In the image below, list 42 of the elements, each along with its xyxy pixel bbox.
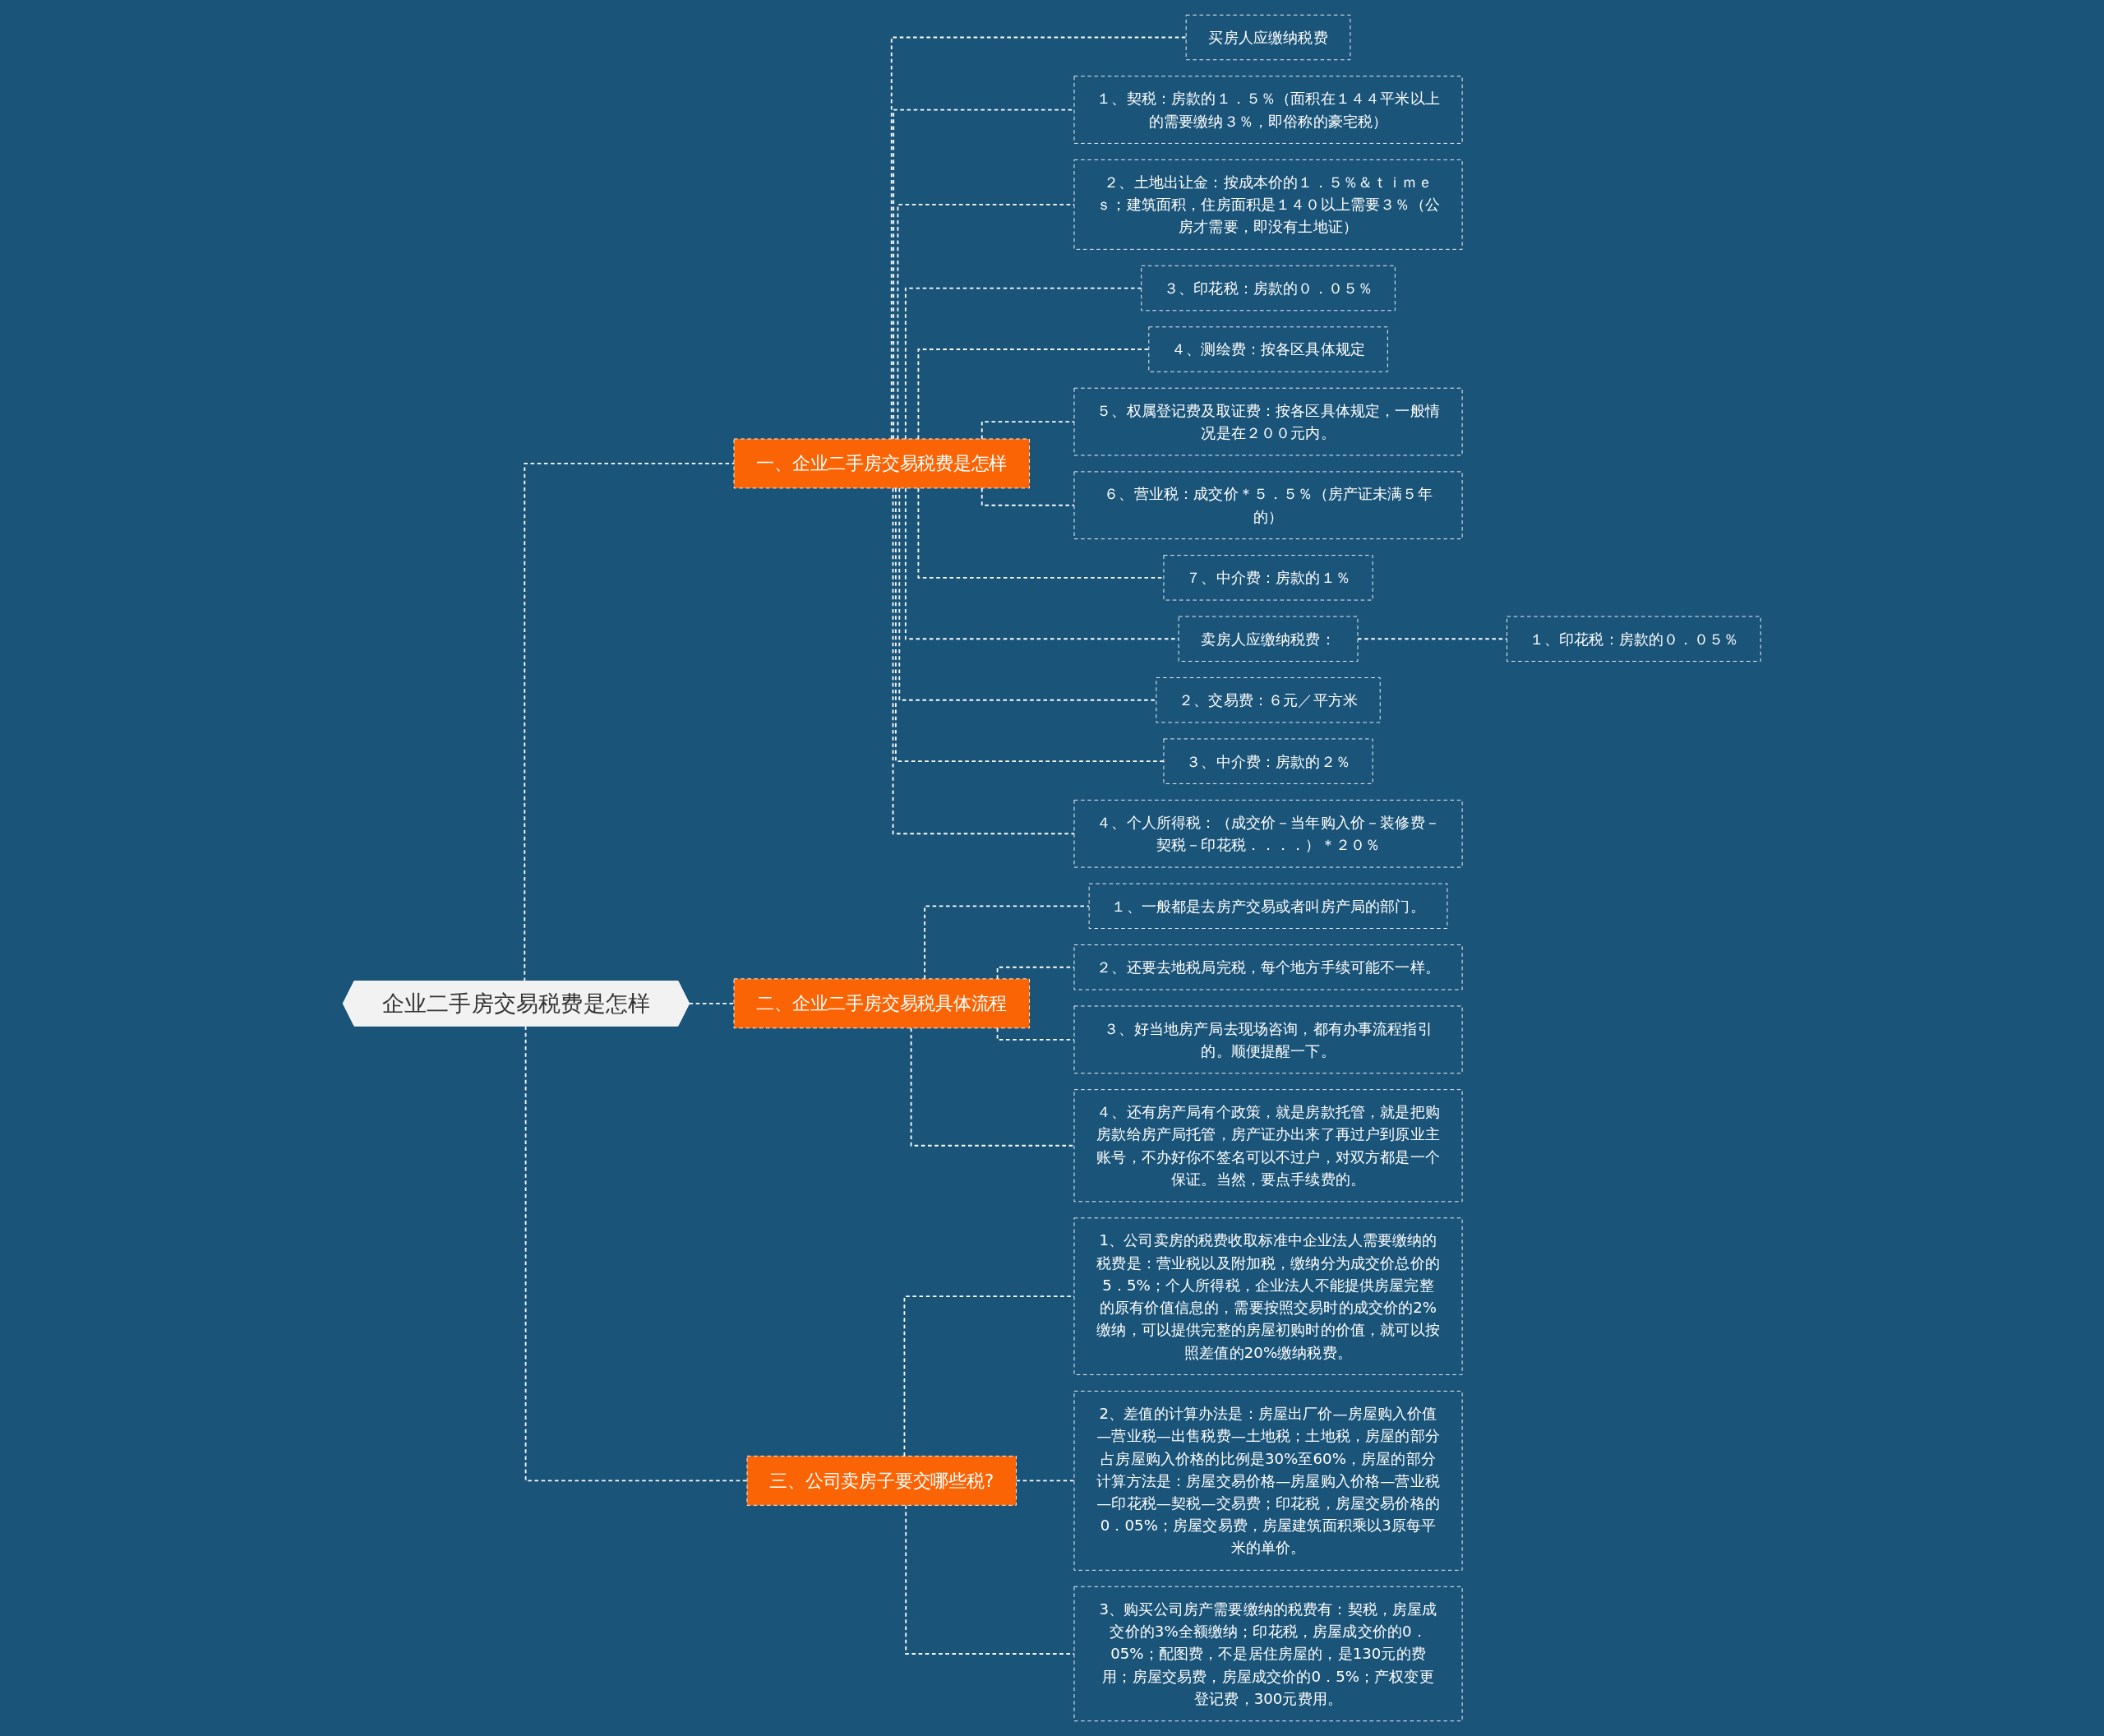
connector: [890, 36, 1188, 440]
node-box: ６、营业税：成交价＊５．５％（房产证未满５年的）: [1073, 471, 1463, 540]
connector: [892, 487, 1076, 835]
node-box: ４、测绘费：按各区具体规定: [1148, 326, 1388, 372]
connector: [1015, 1480, 1076, 1482]
node-box: ２、交易费：６元／平方米: [1156, 677, 1381, 723]
node-box: 三、公司卖房子要交哪些税?: [746, 1455, 1017, 1506]
connector: [905, 287, 1142, 440]
node-box: 3、购买公司房产需要缴纳的税费有：契税，房屋成交价的3%全额缴纳；印花税，房屋成交价的0．05%；配图费，不是居住房屋的，是130元的费用；房屋交易费，房屋成交价的0．5%；产权变更登记费，300元费用。: [1073, 1586, 1463, 1722]
node-box: 一、企业二手房交易税费是怎样: [733, 438, 1031, 489]
node-box: ４、还有房产局有个政策，就是房款托管，就是把购房款给房产局托管，房产证办出来了再过户到原业主账号，不办好你不签名可以不过户，对双方都是一个保证。当然，要点手续费的。: [1073, 1089, 1463, 1203]
connector: [924, 905, 1091, 980]
connector: [996, 966, 1076, 980]
connector: [524, 463, 736, 982]
node-box: 2、差值的计算办法是：房屋出厂价—房屋购入价值—营业税—出售税费—土地税；土地税，房屋的部分占房屋购入价格的比例是30%至60%，房屋的部分计算方法是：房屋交易价格—房屋购入价格—营业税—印花税—契税—交易费；印花税，房屋交易价格的0．05%；房屋交易费，房屋建筑面积乘以3原每平米的单价。: [1073, 1391, 1463, 1571]
node-box: 买房人应缴纳税费: [1185, 14, 1351, 61]
connector: [524, 1025, 749, 1482]
connector: [897, 203, 1076, 440]
node-box: ３、好当地房产局去现场咨询，都有办事流程指引的。顺便提醒一下。: [1073, 1005, 1463, 1074]
node-box: 二、企业二手房交易税具体流程: [733, 978, 1031, 1029]
node-box: ４、个人所得税：（成交价－当年购入价－装修费－契税－印花税．．．．）＊２０％: [1073, 799, 1463, 868]
connector: [689, 1002, 736, 1005]
node-box: ７、中介费：房款的１％: [1163, 555, 1373, 601]
node-box: １、印花税：房款的０．０５％: [1506, 616, 1761, 662]
connector: [917, 349, 1150, 440]
connector: [893, 108, 1076, 440]
connector: [1357, 638, 1508, 640]
node-box: 卖房人应缴纳税费：: [1178, 616, 1359, 662]
node-box: ２、还要去地税局完税，每个地方手续可能不一样。: [1073, 944, 1463, 990]
node-box: 1、公司卖房的税费收取标准中企业法人需要缴纳的税费是：营业税以及附加税，缴纳分为成交价总价的5．5%；个人所得税，企业法人不能提供房屋完整的原有价值信息的，需要按照交易时的成交价的2%缴纳，可以提供完整的房屋初购时的价值，就可以按照差值的20%缴纳税费。: [1073, 1217, 1463, 1375]
connector: [980, 421, 1076, 440]
node-box: ５、权属登记费及取证费：按各区具体规定，一般情况是在２００元内。: [1073, 387, 1463, 456]
node-box: ２、土地出让金：按成本价的１．５％＆ｔｉｍｅｓ；建筑面积，住房面积是１４０以上需要３％（公房才需要，即没有土地证）: [1073, 159, 1463, 250]
connector: [996, 1027, 1076, 1041]
node-box: １、一般都是去房产交易或者叫房产局的部门。: [1088, 883, 1448, 929]
connector: [898, 487, 1157, 701]
connector: [910, 1027, 1076, 1147]
connector: [895, 487, 1165, 763]
connector: [980, 487, 1076, 506]
node-box: １、契税：房款的１．５％（面积在１４４平米以上的需要缴纳３％，即俗称的豪宅税）: [1073, 76, 1463, 144]
node-box: ３、印花税：房款的０．０５％: [1141, 265, 1396, 312]
node-box: ３、中介费：房款的２％: [1163, 738, 1373, 784]
